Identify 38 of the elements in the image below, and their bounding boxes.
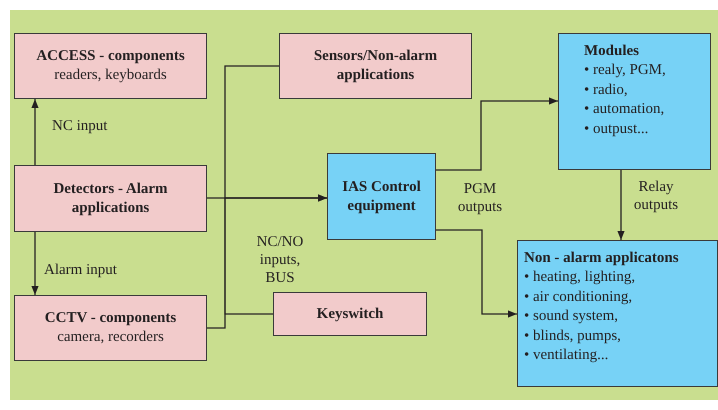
box-title: CCTV - components bbox=[44, 309, 176, 328]
box-subtitle: camera, recorders bbox=[57, 328, 164, 347]
box-title: IAS Control equipment bbox=[341, 178, 422, 216]
list-item: • ventilating... bbox=[524, 346, 610, 365]
box-subtitle: readers, keyboards bbox=[54, 66, 167, 85]
list-item: • sound system, bbox=[524, 307, 620, 326]
list-item: • outpust... bbox=[584, 120, 650, 138]
box-title: Keyswitch bbox=[316, 304, 384, 324]
list-item: • realy, PGM, bbox=[584, 61, 667, 80]
arrow bbox=[436, 229, 517, 318]
process-box bbox=[279, 33, 472, 99]
list-item: • radio, bbox=[584, 80, 629, 100]
process-box bbox=[14, 295, 207, 361]
process-box bbox=[327, 153, 436, 240]
arrow bbox=[224, 194, 327, 315]
box-title: ACCESS - components bbox=[36, 47, 185, 66]
process-box bbox=[14, 165, 207, 232]
arrow bbox=[436, 97, 558, 171]
arrow bbox=[617, 170, 625, 240]
edge-label: Relay outputs bbox=[632, 178, 680, 214]
box-heading: Non - alarm applicatons bbox=[524, 249, 680, 268]
list-item: • blinds, pumps, bbox=[524, 326, 622, 346]
edge-label: NC input bbox=[52, 117, 108, 135]
edge-label: NC/NO inputs, BUS bbox=[256, 233, 304, 287]
process-box bbox=[14, 33, 207, 99]
edge-label: PGM outputs bbox=[456, 180, 504, 216]
box-heading: Modules bbox=[584, 42, 640, 61]
arrow bbox=[31, 232, 39, 295]
arrow bbox=[31, 99, 39, 165]
edge-label: Alarm input bbox=[44, 261, 117, 279]
list-box bbox=[517, 240, 718, 387]
list-item: • automation, bbox=[584, 100, 666, 119]
process-box bbox=[273, 292, 427, 336]
list-item: • air conditioning, bbox=[524, 288, 634, 306]
box-title: Sensors/Non-alarm applications bbox=[312, 47, 438, 85]
box-title: Detectors - Alarm applications bbox=[52, 180, 169, 218]
list-item: • heating, lighting, bbox=[524, 268, 636, 287]
list-box bbox=[558, 33, 711, 170]
